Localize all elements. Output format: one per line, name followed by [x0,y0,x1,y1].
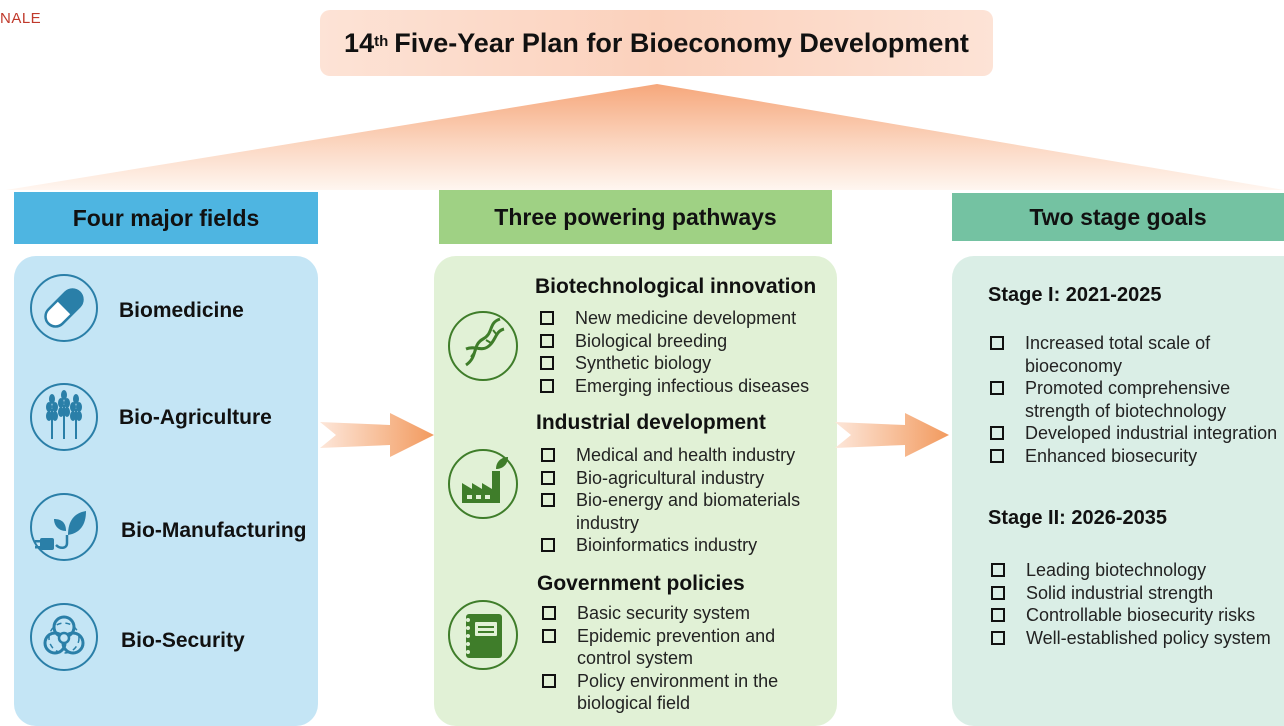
checkbox-bullet [540,378,554,393]
arrow-right-2 [835,413,949,457]
list-item: New medicine development [540,307,830,330]
list-item-text: Developed industrial integration [1025,423,1278,443]
stage-1-list: Increased total scale of bioeconomy Prom… [990,332,1284,467]
checkbox-bullet [990,426,1004,440]
biohazard-icon [30,603,98,671]
pathway-title-government: Government policies [537,572,745,595]
pathway-title-industrial: Industrial development [536,411,766,434]
checkbox-bullet [991,563,1005,577]
field-label-biomedicine: Biomedicine [119,299,244,322]
list-item-text: Epidemic prevention and control system [577,625,776,669]
list-item-text: Basic security system [577,603,751,623]
checkbox-bullet [542,606,556,620]
list-item: Emerging infectious diseases [540,375,830,398]
checkbox-bullet [990,448,1004,463]
title-text: Five-Year Plan for Bioeconomy Developmen… [394,27,969,58]
list-item: Developed industrial integration [990,422,1284,445]
checkbox-bullet [541,470,555,485]
list-item-text: Controllable biosecurity risks [1026,605,1256,625]
list-item: Solid industrial strength [991,582,1284,605]
checkbox-bullet [991,585,1005,600]
list-item-text: Biological breeding [575,330,728,351]
list-item-text: Bioinformatics industry [576,535,758,555]
checkbox-bullet [541,538,555,552]
list-item: Bio-agricultural industry [541,467,811,490]
pathways-header: Three powering pathways [439,190,832,244]
list-item: Synthetic biology [540,352,830,375]
list-item: Leading biotechnology [991,559,1284,582]
checkbox-bullet [991,630,1005,645]
capsule-icon [30,274,98,342]
checkbox-bullet [541,448,555,462]
stage-2-list: Leading biotechnology Solid industrial s… [991,559,1284,649]
title-number: 14 [344,27,375,58]
checkbox-bullet [540,333,554,348]
goals-header: Two stage goals [952,193,1284,241]
title-superscript: th [374,32,389,50]
list-item: Increased total scale of bioeconomy [990,332,1242,377]
field-label-bio-manufacturing: Bio-Manufacturing [121,519,307,542]
list-item: Well-established policy system [991,627,1284,650]
list-item: Basic security system [542,602,787,625]
checkbox-bullet [990,336,1004,350]
wheat-icon [30,383,98,451]
list-item: Bioinformatics industry [541,534,811,557]
checkbox-bullet [542,628,556,643]
list-item-text: Policy environment in the biological fie… [577,670,779,714]
field-label-bio-agriculture: Bio-Agriculture [119,406,272,429]
list-item-text: Increased total scale of bioeconomy [1025,333,1211,376]
dna-icon [448,311,518,381]
factory-icon [448,449,518,519]
list-item-text: Bio-agricultural industry [576,467,765,488]
field-label-bio-security: Bio-Security [121,629,245,652]
list-item-text: Well-established policy system [1026,627,1271,648]
list-item: Policy environment in the biological fie… [542,670,787,715]
notebook-icon [448,600,518,670]
list-item-text: Emerging infectious diseases [575,375,810,396]
plug-leaf-icon [30,493,98,561]
list-item: Bio-energy and biomaterials industry [541,489,811,534]
list-item: Controllable biosecurity risks [991,604,1284,627]
list-item-text: New medicine development [575,308,797,328]
stage-2-title: Stage II: 2026-2035 [988,507,1167,529]
checkbox-bullet [991,608,1005,622]
stage-1-title: Stage I: 2021-2025 [988,284,1162,306]
industrial-list: Medical and health industry Bio-agricult… [541,444,811,557]
roof-triangle [6,84,1284,190]
list-item: Biological breeding [540,330,830,353]
corner-label: NALE [0,10,42,27]
list-item-text: Medical and health industry [576,445,796,465]
checkbox-bullet [542,673,556,688]
list-item: Enhanced biosecurity [990,445,1284,468]
list-item-text: Bio-energy and biomaterials industry [576,490,801,533]
government-list: Basic security system Epidemic preventio… [542,602,787,715]
checkbox-bullet [990,381,1004,395]
list-item: Medical and health industry [541,444,811,467]
list-item-text: Leading biotechnology [1026,560,1207,580]
pathway-title-innovation: Biotechnological innovation [535,275,817,298]
goals-panel [952,256,1284,726]
list-item-text: Solid industrial strength [1026,582,1214,603]
list-item-text: Synthetic biology [575,353,712,373]
innovation-list: New medicine development Biological bree… [540,307,830,397]
list-item-text: Promoted comprehensive strength of biote… [1025,378,1231,421]
fields-header: Four major fields [14,192,318,244]
list-item: Epidemic prevention and control system [542,625,787,670]
list-item: Promoted comprehensive strength of biote… [990,377,1260,422]
list-item-text: Enhanced biosecurity [1025,445,1198,466]
checkbox-bullet [540,311,554,325]
arrow-right-1 [320,413,434,457]
checkbox-bullet [540,356,554,370]
checkbox-bullet [541,493,555,507]
